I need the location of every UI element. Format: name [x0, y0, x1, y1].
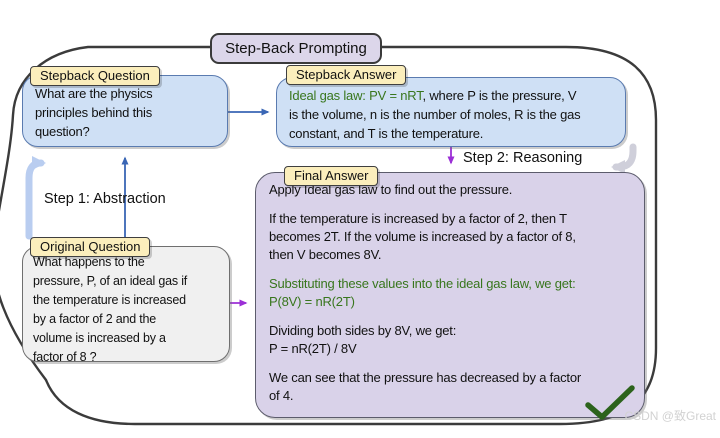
stepback-answer-tag: Stepback Answer — [286, 65, 407, 85]
final-answer-substitution: Substituting these values into the ideal… — [269, 276, 576, 309]
stepback-answer-box: Ideal gas law: PV = nRT, where P is the … — [276, 77, 626, 147]
final-answer-p4: Dividing both sides by 8V, we get: P = n… — [269, 323, 457, 356]
stepback-loop-arrow-icon — [25, 156, 46, 240]
stepback-question-text: What are the physics principles behind t… — [35, 86, 153, 139]
ideal-gas-law-highlight: Ideal gas law: PV = nRT — [289, 88, 423, 103]
stepback-answer-text: Ideal gas law: PV = nRT, where P is the … — [289, 86, 619, 143]
original-question-box: What happens to the pressure, P, of an i… — [22, 246, 230, 364]
diagram-title: Step-Back Prompting — [210, 33, 382, 64]
step1-abstraction-label: Step 1: Abstraction — [44, 191, 166, 207]
final-answer-text: Apply Ideal gas law to find out the pres… — [269, 181, 633, 405]
step2-reasoning-label: Step 2: Reasoning — [463, 150, 583, 166]
original-question-text: What happens to the pressure, P, of an i… — [33, 255, 188, 364]
original-question-tag: Original Question — [30, 237, 151, 257]
final-answer-tag: Final Answer — [284, 166, 379, 186]
stepback-question-tag: Stepback Question — [30, 66, 160, 86]
csdn-watermark: CSDN @致Great — [624, 409, 716, 423]
final-answer-p5: We can see that the pressure has decreas… — [269, 370, 581, 403]
reasoning-loop-arrow-icon — [611, 143, 637, 174]
final-answer-p2: If the temperature is increased by a fac… — [269, 211, 576, 262]
